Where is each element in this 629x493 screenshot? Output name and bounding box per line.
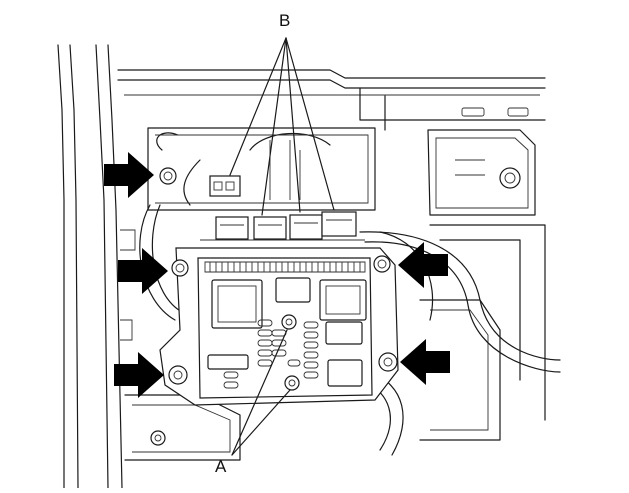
- body-panel: [57, 44, 546, 489]
- connector-4: [321, 211, 357, 237]
- center-bolt-upper: [281, 314, 297, 330]
- callout-label-a: A: [215, 457, 227, 476]
- arrow-right-icon: [114, 352, 164, 398]
- arrow-left-icon: [400, 339, 450, 385]
- junction-box: [159, 247, 399, 406]
- mount-bolt-upper-right: [373, 255, 391, 273]
- arrow-right-icon: [118, 248, 168, 294]
- mount-bolt-lower-left: [168, 365, 188, 385]
- callout-b-leaders: [229, 37, 335, 216]
- connector-2: [253, 216, 287, 240]
- arrow-left-icon: [398, 242, 448, 288]
- callout-a-leaders: [231, 329, 291, 456]
- arrow-right-icon: [104, 152, 154, 198]
- connector-1: [215, 216, 249, 240]
- mount-bolt-lower-right: [378, 352, 398, 372]
- connector-row: [200, 211, 365, 241]
- mount-bolt-upper-left: [171, 259, 189, 277]
- arrow-icons: [104, 152, 450, 398]
- upper-bracket: [147, 127, 376, 211]
- callout-label-b: B: [279, 11, 291, 30]
- connector-3: [289, 214, 323, 240]
- center-bolt-lower: [284, 375, 300, 391]
